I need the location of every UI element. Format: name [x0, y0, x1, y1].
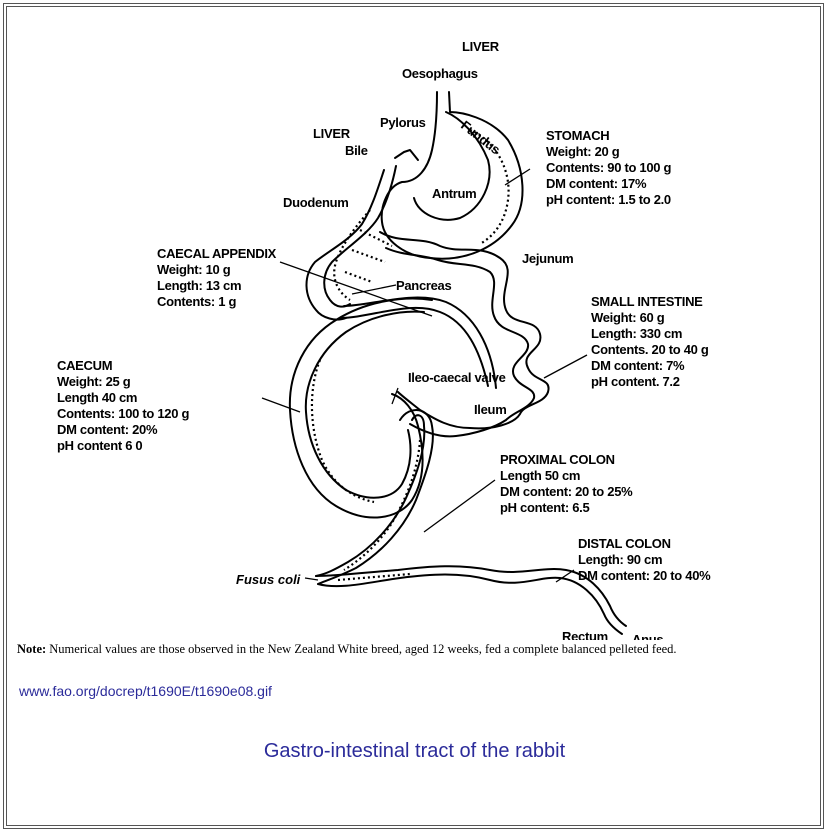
caecal-appendix-info: CAECAL APPENDIX Weight: 10 g Length: 13 … — [157, 246, 277, 309]
distal-colon-line: Length: 90 cm — [578, 552, 662, 567]
stomach-line: Contents: 90 to 100 g — [546, 160, 672, 175]
footnote: Note: Numerical values are those observe… — [17, 641, 817, 657]
proximal-colon-title: PROXIMAL COLON — [500, 452, 615, 467]
label-oesophagus: Oesophagus — [402, 66, 478, 81]
stomach-info: STOMACH Weight: 20 g Contents: 90 to 100… — [546, 128, 672, 207]
caecal-appendix-title: CAECAL APPENDIX — [157, 246, 277, 261]
label-duodenum: Duodenum — [283, 195, 348, 210]
caecal-appendix-line: Length: 13 cm — [157, 278, 241, 293]
proximal-colon-leader — [424, 480, 495, 532]
label-ileo-caecal-valve: Ileo-caecal valve — [408, 370, 506, 385]
small-intestine-title: SMALL INTESTINE — [591, 294, 703, 309]
footnote-text: Numerical values are those observed in t… — [46, 642, 676, 656]
stomach-line: DM content: 17% — [546, 176, 647, 191]
footnote-prefix: Note: — [17, 642, 46, 656]
small-intestine-line: Weight: 60 g — [591, 310, 665, 325]
stomach-leader — [505, 169, 530, 185]
caecum-line: pH content 6 0 — [57, 438, 142, 453]
source-url: www.fao.org/docrep/t1690E/t1690e08.gif — [19, 683, 272, 699]
small-intestine-line: DM content: 7% — [591, 358, 685, 373]
small-intestine-line: Contents. 20 to 40 g — [591, 342, 709, 357]
stomach-line: pH content: 1.5 to 2.0 — [546, 192, 671, 207]
caecum-leader — [262, 398, 300, 412]
rabbit-gi-tract-diagram: LIVER Oesophagus LIVER Pylorus Bile Fund… — [0, 0, 829, 640]
label-ileum: Ileum — [474, 402, 506, 417]
label-antrum: Antrum — [432, 186, 476, 201]
label-fusus-coli: Fusus coli — [236, 572, 301, 587]
proximal-colon-line: DM content: 20 to 25% — [500, 484, 633, 499]
stomach-title: STOMACH — [546, 128, 609, 143]
small-intestine-leader — [544, 355, 587, 378]
label-fundus: Fundus — [458, 118, 503, 158]
label-bile: Bile — [345, 143, 368, 158]
label-liver-top: LIVER — [462, 39, 500, 54]
distal-colon-title: DISTAL COLON — [578, 536, 671, 551]
caecum-line: DM content: 20% — [57, 422, 158, 437]
caecum-info: CAECUM Weight: 25 g Length 40 cm Content… — [57, 358, 189, 453]
proximal-colon-line: Length 50 cm — [500, 468, 580, 483]
label-pylorus: Pylorus — [380, 115, 426, 130]
proximal-colon-line: pH content: 6.5 — [500, 500, 589, 515]
caecal-appendix-line: Weight: 10 g — [157, 262, 231, 277]
distal-colon-info: DISTAL COLON Length: 90 cm DM content: 2… — [578, 536, 711, 583]
label-anus: Anus — [632, 632, 663, 640]
caecum-line: Length 40 cm — [57, 390, 137, 405]
label-jejunum: Jejunum — [522, 251, 573, 266]
duodenum-shape — [306, 150, 418, 320]
label-liver-left: LIVER — [313, 126, 351, 141]
caecum-line: Weight: 25 g — [57, 374, 131, 389]
label-rectum: Rectum — [562, 629, 608, 640]
caecal-appendix-line: Contents: 1 g — [157, 294, 237, 309]
caecum-line: Contents: 100 to 120 g — [57, 406, 189, 421]
distal-colon-line: DM content: 20 to 40% — [578, 568, 711, 583]
small-intestine-info: SMALL INTESTINE Weight: 60 g Length: 330… — [591, 294, 709, 389]
figure-caption: Gastro-intestinal tract of the rabbit — [0, 740, 829, 763]
fusus-coli-leader — [305, 578, 318, 580]
caecum-title: CAECUM — [57, 358, 112, 373]
stomach-line: Weight: 20 g — [546, 144, 620, 159]
small-intestine-line: Length: 330 cm — [591, 326, 682, 341]
label-pancreas: Pancreas — [396, 278, 451, 293]
proximal-colon-info: PROXIMAL COLON Length 50 cm DM content: … — [500, 452, 633, 515]
small-intestine-line: pH content. 7.2 — [591, 374, 680, 389]
